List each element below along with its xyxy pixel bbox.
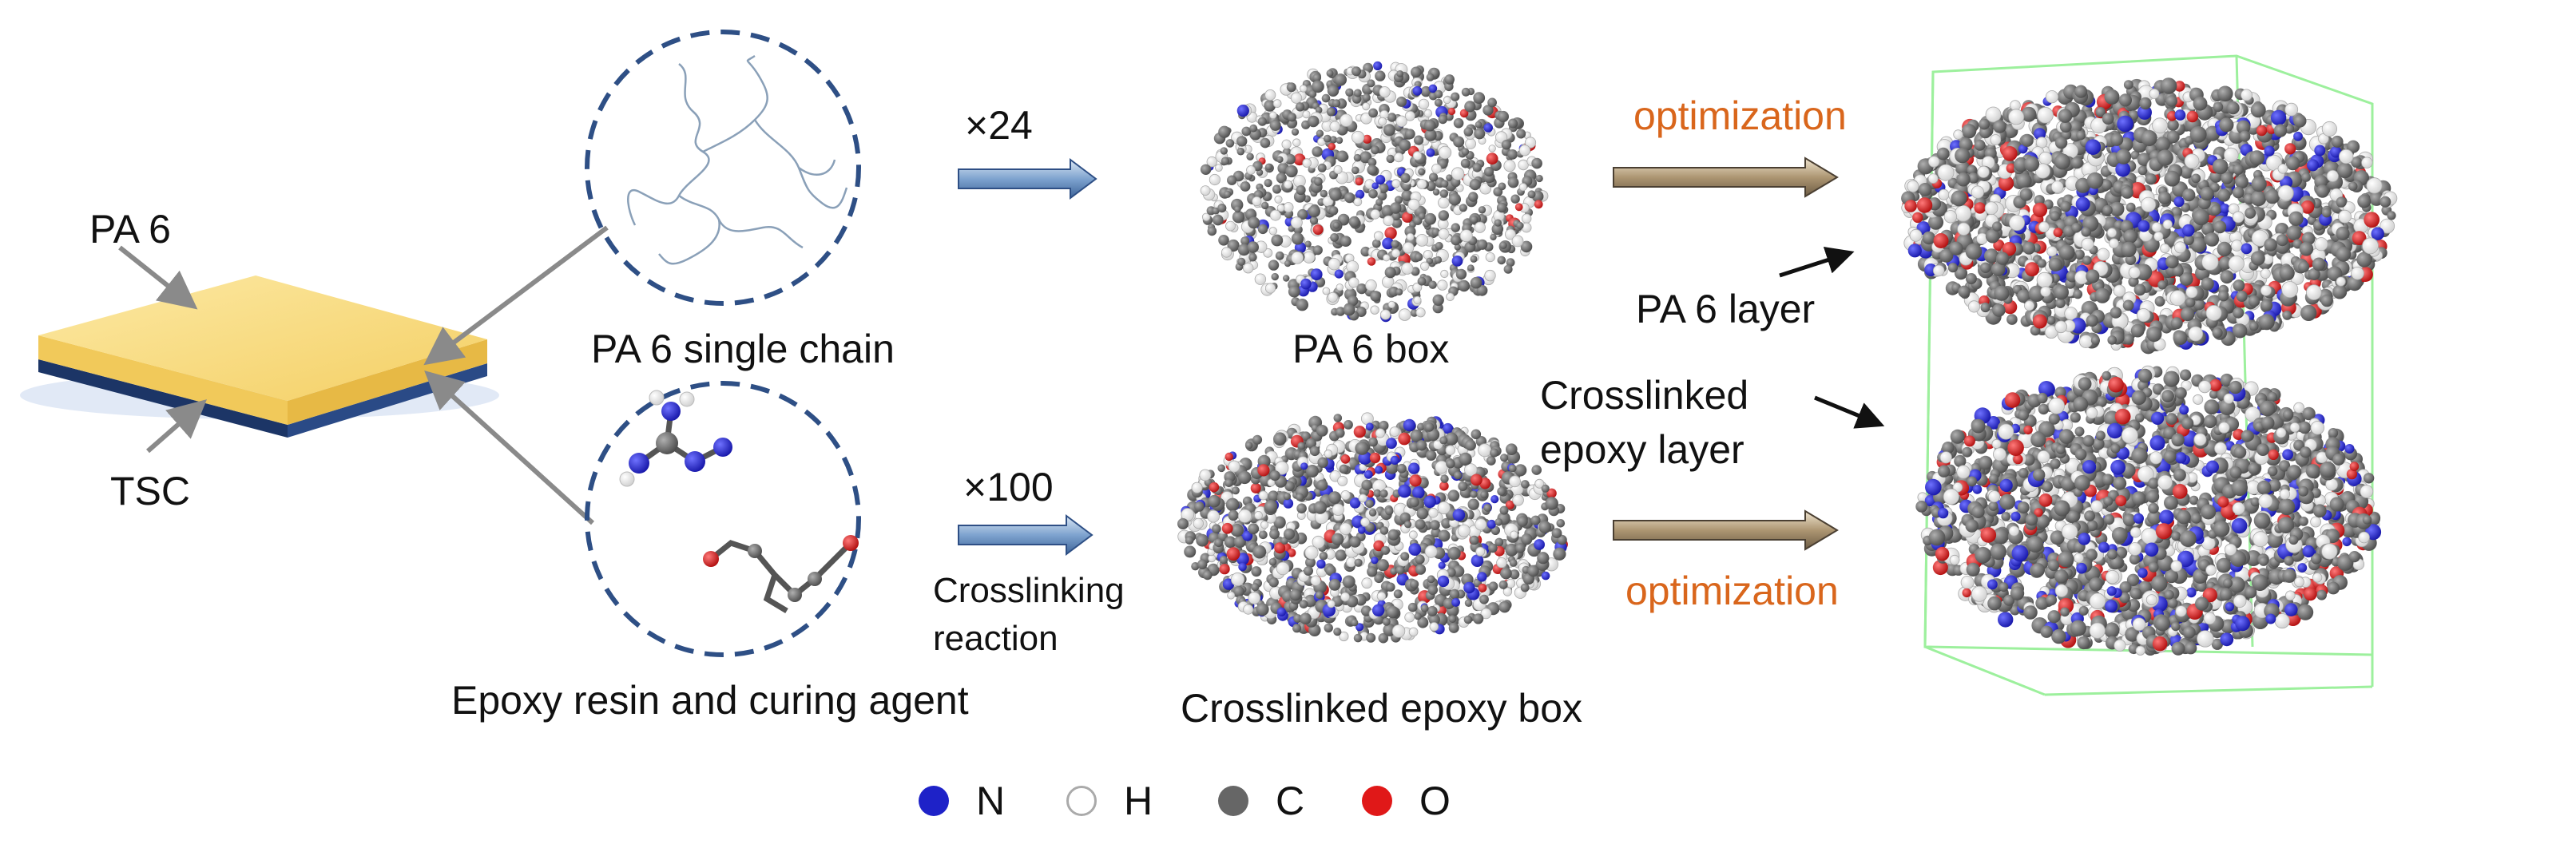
- pa6-chain-structure: [628, 56, 847, 264]
- pointer-epoxy-to-film: [431, 377, 593, 523]
- label-crosslinked: Crosslinked: [1540, 375, 1748, 415]
- label-crosslinked-epoxy-box: Crosslinked epoxy box: [1181, 688, 1582, 728]
- legend-dot-h: [1066, 786, 1097, 816]
- pointer-pa6: [120, 248, 190, 303]
- label-x100: ×100: [963, 467, 1054, 507]
- label-optimization-bottom: optimization: [1625, 571, 1839, 611]
- label-pa6-layer: PA 6 layer: [1636, 289, 1815, 329]
- arrow-x24: [959, 160, 1096, 198]
- arrow-optimization-bottom: [1613, 511, 1837, 549]
- arrow-optimization-top: [1613, 158, 1837, 196]
- label-pa6-single-chain: PA 6 single chain: [591, 329, 895, 369]
- legend-dot-c: [1218, 786, 1248, 816]
- legend-label-c: C: [1276, 781, 1304, 821]
- legend-dot-n: [919, 786, 949, 816]
- label-epoxy-layer: epoxy layer: [1540, 430, 1744, 470]
- label-epoxy-resin-curing-agent: Epoxy resin and curing agent: [451, 680, 969, 720]
- label-x24: ×24: [965, 105, 1033, 145]
- legend-label-h: H: [1124, 781, 1153, 821]
- legend-item-o: O: [1362, 773, 1451, 829]
- legend-item-n: N: [919, 773, 1005, 829]
- legend-dot-o: [1362, 786, 1392, 816]
- arrow-x100: [959, 516, 1092, 554]
- pa6-box-molecules: [1201, 61, 1548, 322]
- label-tsc-film: TSC: [110, 471, 190, 511]
- pointer-pa6-layer: [1780, 254, 1847, 275]
- legend-item-h: H: [1066, 773, 1153, 829]
- epoxy-resin-molecule: [703, 535, 859, 611]
- label-reaction: reaction: [933, 621, 1058, 656]
- pa6-layer-molecules: [1901, 77, 2397, 354]
- legend-item-c: C: [1218, 773, 1304, 829]
- pa6-single-chain-circle: [587, 32, 859, 303]
- film-stack-illustration: [20, 228, 607, 523]
- epoxy-layer-molecules: [1915, 366, 2381, 656]
- label-crosslinking: Crosslinking: [933, 573, 1125, 608]
- curing-agent-molecule: [620, 390, 732, 486]
- epoxy-molecules-circle: [587, 383, 859, 655]
- pointer-chain-to-film: [431, 228, 607, 359]
- pointer-epoxy-layer: [1815, 398, 1877, 423]
- label-pa6-box: PA 6 box: [1292, 329, 1449, 369]
- label-pa6-film: PA 6: [89, 209, 171, 249]
- legend-label-n: N: [976, 781, 1005, 821]
- label-optimization-top: optimization: [1633, 96, 1847, 136]
- crosslinked-epoxy-box-molecules: [1177, 413, 1568, 644]
- legend-label-o: O: [1419, 781, 1451, 821]
